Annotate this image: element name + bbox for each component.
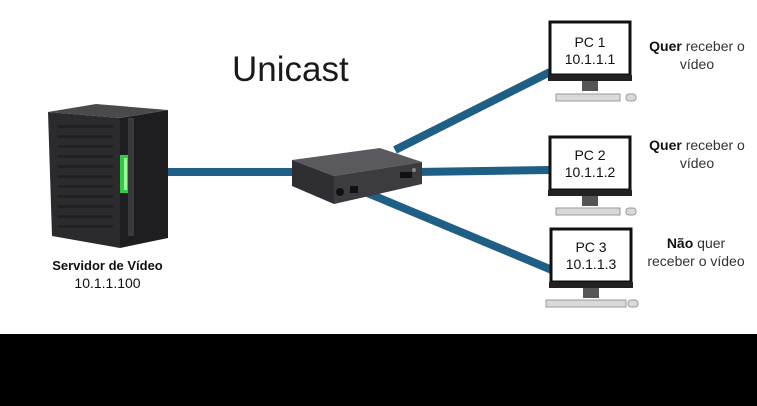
pc-2-note-bold: Quer [649,137,682,153]
pc-2-note-line2: vídeo [679,155,715,171]
pc-1-name: PC 1 [574,34,606,50]
server-ip: 10.1.1.100 [74,275,141,291]
pc-3-note-rest: quer [693,235,726,251]
pc-1-note-line2: vídeo [679,56,715,72]
pc-1-ip: 10.1.1.1 [564,51,616,67]
pc-2-note-rest: receber o [681,137,745,153]
pc-3-name: PC 3 [575,239,607,255]
server-name: Servidor de Vídeo [52,258,163,273]
link-switch-pc3 [363,188,554,274]
link-switch-pc1 [393,68,552,154]
black-band [0,334,757,406]
pc-1-note-bold: Quer [649,38,682,54]
pc-3-note-bold: Não [666,235,694,251]
pc-2-name: PC 2 [574,147,606,163]
pc-2-note: Quer receber o vídeo [642,136,752,172]
pc-3-note: Não quer receber o vídeo [640,234,752,270]
pc-3-computer-icon [545,227,639,308]
server-tower-icon [48,104,168,248]
diagram-title: Unicast [232,50,349,89]
network-switch-icon [292,148,422,204]
pc-2-computer-icon [548,135,637,216]
link-switch-pc2 [414,166,551,176]
pc-3-ip: 10.1.1.3 [565,256,617,272]
pc-2-ip: 10.1.1.2 [564,164,616,180]
pc-1-note: Quer receber o vídeo [642,37,752,73]
pc-1-computer-icon [548,20,637,102]
pc-1-note-rest: receber o [681,38,745,54]
pc-3-note-line2: receber o vídeo [647,253,745,269]
